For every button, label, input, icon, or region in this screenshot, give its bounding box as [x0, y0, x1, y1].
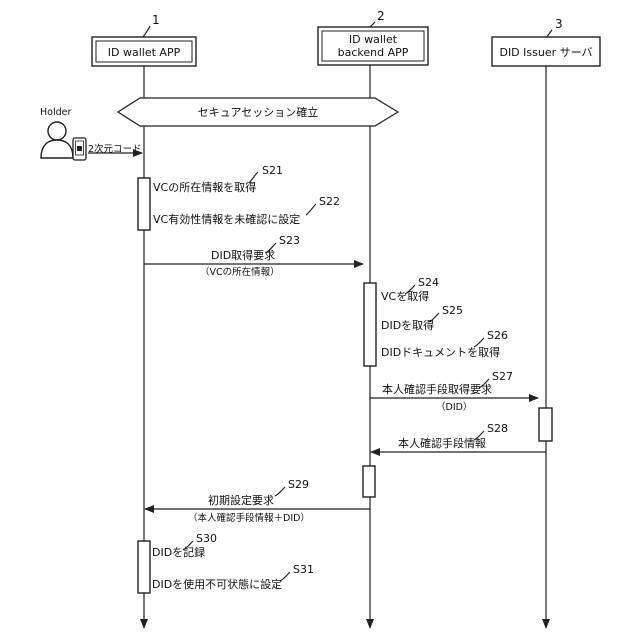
step-s30: S30 DIDを記録 — [152, 532, 217, 559]
secure-session-banner: セキュアセッション確立 — [118, 98, 398, 126]
svg-text:本人確認手段取得要求: 本人確認手段取得要求 — [382, 382, 492, 396]
svg-text:DIDドキュメントを取得: DIDドキュメントを取得 — [381, 346, 500, 359]
svg-text:DID取得要求: DID取得要求 — [211, 249, 275, 262]
step-s23: S23 DID取得要求 （VCの所在情報） — [144, 234, 363, 278]
svg-text:S31: S31 — [293, 563, 314, 576]
holder-label: Holder — [40, 107, 71, 118]
step-s26: S26 DIDドキュメントを取得 — [381, 329, 508, 359]
svg-text:DIDを取得: DIDを取得 — [381, 319, 434, 332]
step-s24: S24 VCを取得 — [381, 276, 439, 303]
svg-text:S25: S25 — [442, 304, 463, 317]
participant-id-wallet-app: ID wallet APP — [92, 37, 196, 66]
svg-text:VCの所在情報を取得: VCの所在情報を取得 — [153, 181, 256, 194]
svg-text:1: 1 — [152, 13, 160, 27]
step-s29: S29 初期設定要求 （本人確認手段情報＋DID） — [145, 478, 370, 524]
participant-number-2: 2 — [369, 9, 385, 28]
svg-text:S21: S21 — [262, 164, 283, 177]
svg-text:S27: S27 — [492, 370, 513, 383]
svg-text:（VCの所在情報）: （VCの所在情報） — [200, 266, 280, 278]
svg-text:2: 2 — [377, 9, 385, 23]
svg-text:（本人確認手段情報＋DID）: （本人確認手段情報＋DID） — [188, 512, 310, 524]
phone-icon — [73, 138, 86, 160]
step-s31: S31 DIDを使用不可状態に設定 — [152, 563, 314, 591]
step-s28: S28 本人確認手段情報 — [371, 422, 546, 452]
activation-bar-1-b — [138, 541, 150, 593]
step-s27: S27 本人確認手段取得要求 （DID） — [370, 370, 538, 413]
svg-text:S29: S29 — [288, 478, 309, 491]
activation-bar-3 — [539, 408, 552, 441]
step-s25: S25 DIDを取得 — [381, 304, 463, 332]
svg-text:ID wallet APP: ID wallet APP — [108, 46, 181, 59]
svg-text:初期設定要求: 初期設定要求 — [208, 493, 274, 507]
svg-text:S30: S30 — [196, 532, 217, 545]
participant-did-issuer-server: DID Issuer サーバ — [492, 37, 600, 66]
activation-bar-1-a — [138, 178, 150, 230]
svg-text:DIDを記録: DIDを記録 — [152, 545, 205, 559]
svg-text:S24: S24 — [418, 276, 439, 289]
step-s21: S21 VCの所在情報を取得 — [153, 164, 283, 194]
svg-text:VC有効性情報を未確認に設定: VC有効性情報を未確認に設定 — [153, 212, 300, 226]
svg-text:ID wallet: ID wallet — [349, 33, 398, 46]
activation-bar-2-b — [363, 466, 375, 497]
participant-number-3: 3 — [546, 17, 563, 38]
holder-person-icon — [41, 122, 73, 158]
svg-text:S22: S22 — [319, 195, 340, 208]
participant-backend-app: ID wallet backend APP — [318, 27, 428, 65]
svg-text:S26: S26 — [487, 329, 508, 342]
activation-bar-2-a — [364, 283, 376, 366]
svg-text:S28: S28 — [487, 422, 508, 435]
svg-text:（DID）: （DID） — [436, 401, 472, 413]
svg-text:DID Issuer サーバ: DID Issuer サーバ — [499, 46, 592, 59]
svg-text:backend APP: backend APP — [338, 46, 409, 59]
svg-text:セキュアセッション確立: セキュアセッション確立 — [198, 105, 319, 119]
svg-text:3: 3 — [555, 17, 563, 31]
svg-text:S23: S23 — [279, 234, 300, 247]
svg-text:本人確認手段情報: 本人確認手段情報 — [398, 436, 486, 450]
svg-text:VCを取得: VCを取得 — [381, 290, 429, 303]
step-s22: S22 VC有効性情報を未確認に設定 — [153, 195, 340, 226]
participant-number-1: 1 — [143, 13, 160, 37]
svg-text:DIDを使用不可状態に設定: DIDを使用不可状態に設定 — [152, 577, 282, 591]
